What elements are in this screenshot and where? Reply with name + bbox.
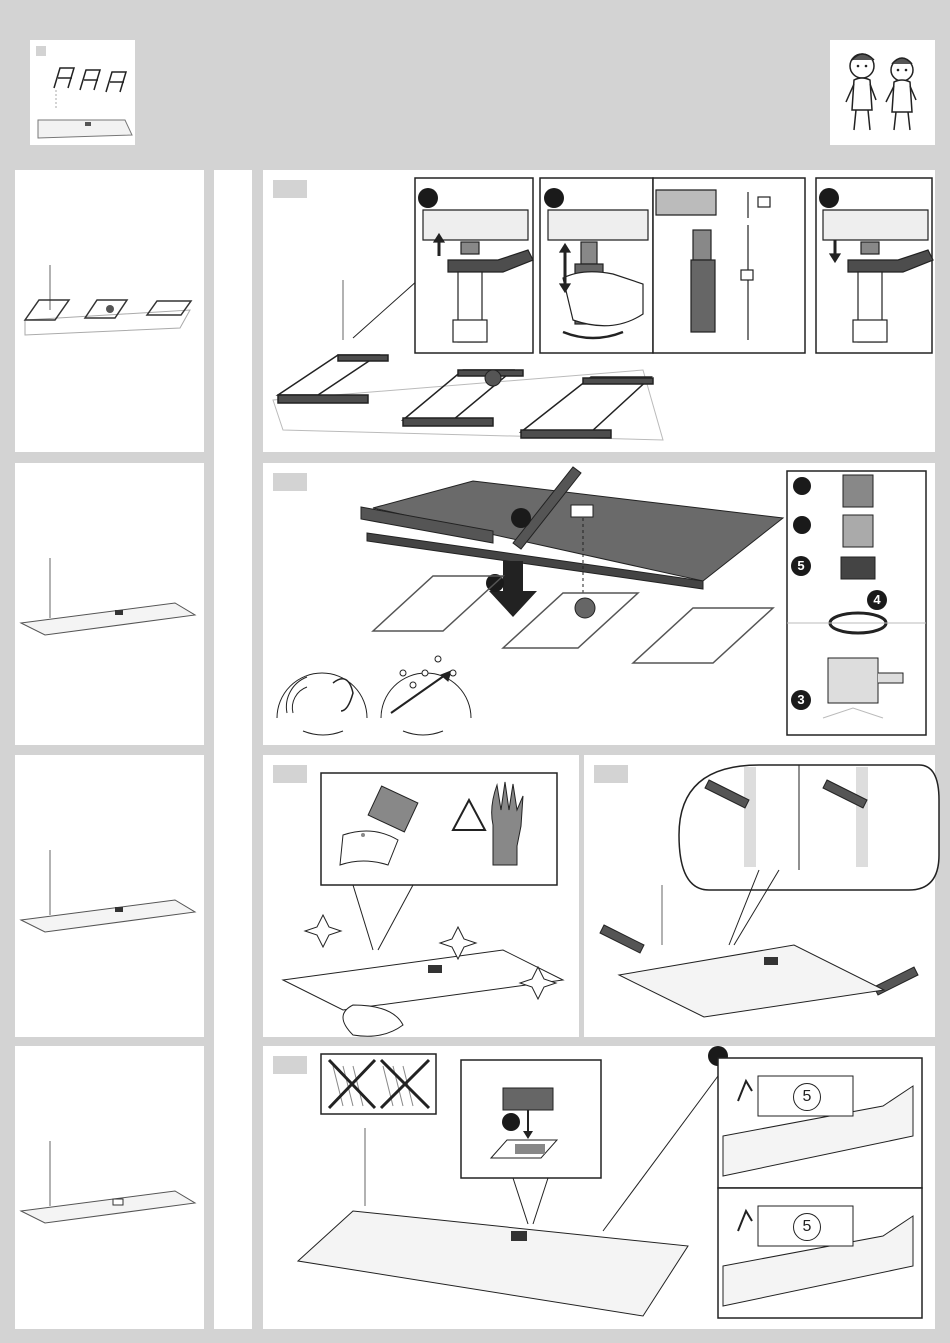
ear-icon bbox=[277, 673, 367, 718]
cover-label-a: 5 bbox=[793, 1083, 821, 1111]
badge-step4: 4 bbox=[867, 590, 887, 610]
no-shower-icon bbox=[321, 1054, 436, 1114]
step-panel-3a bbox=[263, 755, 579, 1037]
frame-assembly-illustration bbox=[263, 170, 935, 452]
badge-step3: 3 bbox=[791, 690, 811, 710]
water-drops-icon bbox=[381, 656, 471, 718]
row1-thumbnail bbox=[15, 170, 204, 452]
step-panel-1 bbox=[263, 170, 935, 452]
row3-thumbnail bbox=[15, 755, 204, 1037]
header-panel bbox=[15, 15, 935, 165]
row2-thumbnail bbox=[15, 463, 204, 745]
header-workers-thumbnail bbox=[830, 40, 935, 145]
step-panel-3b bbox=[584, 755, 935, 1037]
step-panel-4: 5 5 bbox=[263, 1046, 935, 1329]
frame-icon bbox=[30, 40, 135, 145]
drain-cover-icon bbox=[461, 1060, 601, 1178]
middle-column bbox=[214, 170, 252, 1329]
header-overview-thumbnail bbox=[30, 40, 135, 145]
step-panel-2: 5 4 3 bbox=[263, 463, 935, 745]
badge-step5: 5 bbox=[791, 556, 811, 576]
row4-thumbnail bbox=[15, 1046, 204, 1329]
workers-icon bbox=[830, 40, 935, 145]
cover-label-b: 5 bbox=[793, 1213, 821, 1241]
